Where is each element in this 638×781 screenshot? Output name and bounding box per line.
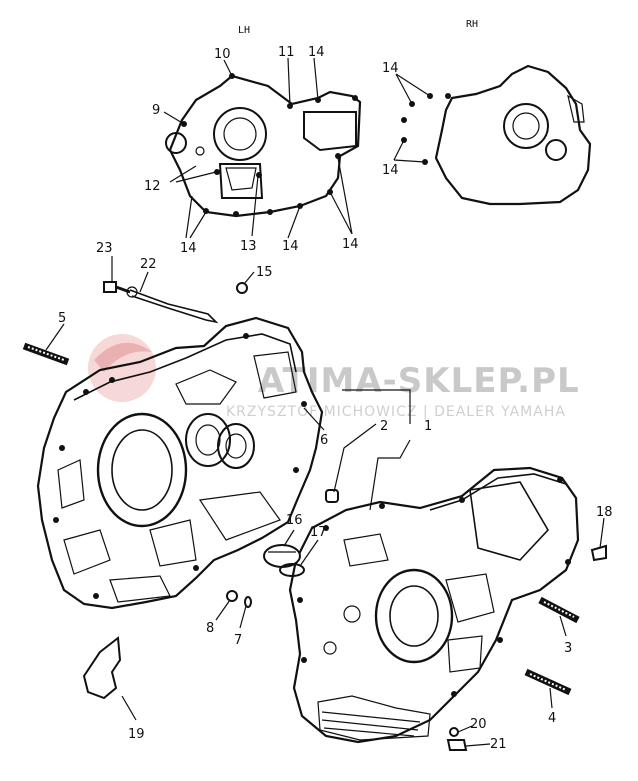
callout-11: 11 [278, 45, 295, 60]
callout-12: 12 [144, 179, 161, 194]
callout-14-rh-bottom: 14 [382, 163, 399, 178]
callout-3: 3 [564, 641, 572, 656]
part-clip-18 [590, 544, 607, 562]
callout-13: 13 [240, 239, 257, 254]
callout-9: 9 [152, 103, 160, 118]
callout-20: 20 [470, 717, 487, 732]
watermark-text: ATIMA-SKLEP.PL [258, 361, 580, 401]
callout-19: 19 [128, 727, 145, 742]
part-washer-20 [449, 727, 459, 737]
part-dowel-2 [325, 489, 339, 503]
rh-label: RH [466, 19, 478, 30]
callout-22: 22 [140, 257, 157, 272]
watermark-subtext: KRZYSZTOF MICHOWICZ | DEALER YAMAHA [226, 404, 566, 420]
callout-16: 16 [286, 513, 303, 528]
part-stud-5 [22, 342, 70, 366]
part-stud-4 [524, 668, 572, 696]
callout-21: 21 [490, 737, 507, 752]
callout-14-rh-top: 14 [382, 61, 399, 76]
callout-4: 4 [548, 711, 556, 726]
part-pipe-22 [129, 289, 219, 324]
part-bushing-8 [226, 590, 238, 602]
watermark-logo-swoosh [94, 342, 152, 372]
lh-crankcase [36, 316, 324, 610]
callout-18: 18 [596, 505, 613, 520]
leader-lines [45, 57, 605, 747]
callout-14-top: 14 [308, 45, 325, 60]
lh-gasket [165, 73, 362, 218]
callout-6: 6 [320, 433, 328, 448]
callout-14-lh-bottom-mid: 14 [282, 239, 299, 254]
callout-14-lh-bottom-right: 14 [342, 237, 359, 252]
callout-23: 23 [96, 241, 113, 256]
part-strainer-19 [82, 636, 122, 700]
callout-10: 10 [214, 47, 231, 62]
part-bolt-23 [103, 281, 138, 298]
callout-7: 7 [234, 633, 242, 648]
callout-5: 5 [58, 311, 66, 326]
part-plug-15 [236, 282, 248, 294]
part-stud-3 [538, 596, 580, 624]
part-oring-17 [279, 563, 305, 577]
watermark: ATIMA-SKLEP.PL KRZYSZTOF MICHOWICZ | DEA… [88, 334, 580, 420]
callout-17: 17 [310, 525, 327, 540]
part-ring-7 [244, 596, 252, 608]
rh-crankcase [288, 466, 580, 744]
rh-gasket [401, 64, 592, 206]
callout-8: 8 [206, 621, 214, 636]
callout-1: 1 [424, 419, 432, 434]
part-plate-21 [446, 739, 468, 751]
callouts: 10 11 14 9 12 14 13 14 14 14 14 23 22 15… [58, 45, 613, 752]
callout-14-lh-bottom-left: 14 [180, 241, 197, 256]
callout-15: 15 [256, 265, 273, 280]
lh-label: LH [238, 25, 250, 36]
callout-2: 2 [380, 419, 388, 434]
